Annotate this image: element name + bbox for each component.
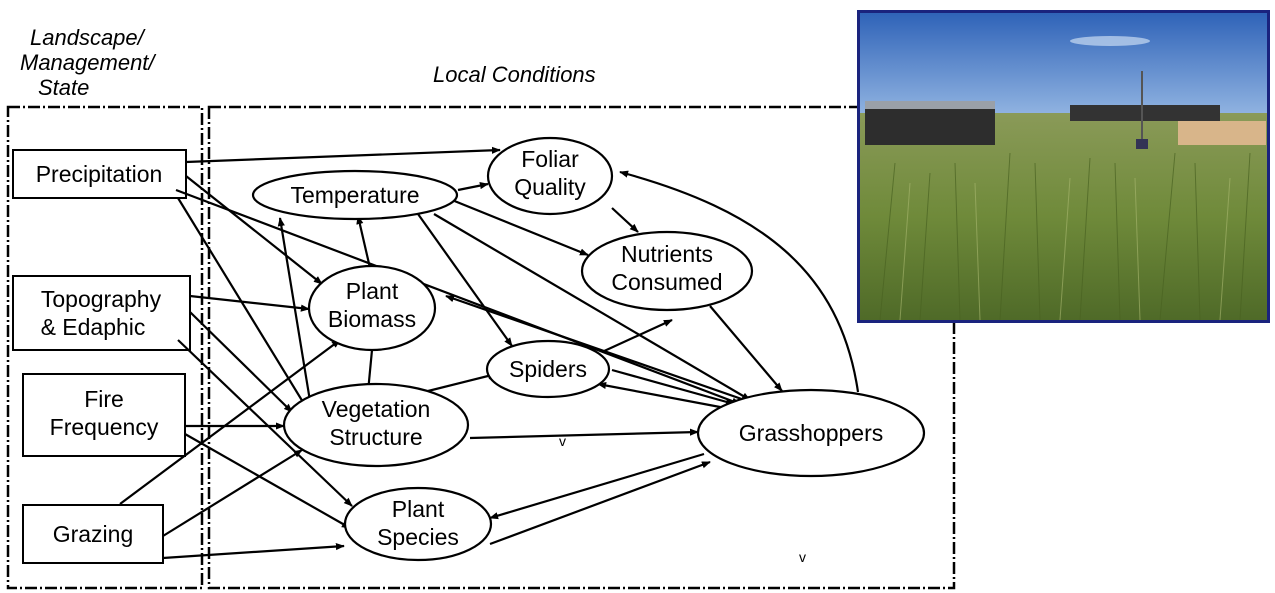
arrow-biomass-temperature [356,215,372,269]
node-biomass-label-line2: Biomass [328,306,416,332]
node-vegetation-label-line2: Structure [329,424,422,450]
arrow-spiders-grasshoppers [611,368,735,406]
arrow-temperature-grasshoppers [433,213,751,401]
photo-sky [860,13,1267,113]
arrow-grazing-species [162,542,345,560]
node-nutrients-label-line2: Consumed [611,269,722,295]
grassland-photo-drawing [860,13,1267,320]
photo-grass-highlights [899,177,1231,320]
node-spiders-label: Spiders [509,356,587,382]
node-plant-species: Plant Species [343,486,493,562]
arrow-grasshoppers-spiders [597,381,737,412]
node-temperature-label: Temperature [290,182,419,208]
arrow-grazing-vegetation [162,449,303,537]
photo-crates [1178,121,1266,145]
arrow-grasshoppers-foliar [619,170,860,393]
arrow-grasshoppers-biomass [445,294,757,406]
node-temperature: Temperature [251,169,459,221]
landscape-group-box [6,105,204,590]
arrow-topography-vegetation [189,311,293,413]
node-nutrients-label-line1: Nutrients [621,241,713,267]
node-biomass-label-line1: Plant [346,278,399,304]
node-foliar-label-line1: Foliar [521,146,579,172]
photo-instrument [1136,139,1148,149]
arrow-foliar-nutrients [611,207,639,233]
arrow-topography-species [177,339,353,507]
arrow-fire-species [184,433,351,529]
photo-cloud [1070,36,1150,46]
arrow-precipitation-grasshoppers [175,188,741,406]
header-landscape-line1: Landscape/ [30,25,146,50]
header-local-conditions: Local Conditions [433,62,596,87]
driver-precipitation: Precipitation [12,149,187,199]
arrow-vegetation-grasshoppers [469,428,699,440]
node-vegetation-label-line1: Vegetation [322,396,431,422]
arrow-precipitation-foliar [185,146,501,164]
node-plant-biomass: Plant Biomass [307,264,437,352]
arrow-precipitation-biomass [185,175,323,285]
driver-fire-label-line2: Frequency [50,414,159,440]
arrow-temperature-foliar [457,182,489,192]
arrow-temperature-nutrients [451,198,589,257]
node-nutrients-consumed: Nutrients Consumed [580,230,754,312]
arrow-species-grasshoppers [489,460,711,546]
arrow-spiders-nutrients [601,318,673,354]
driver-grazing: Grazing [22,504,164,564]
stray-mark-b: v [799,549,806,565]
local-conditions-group-box [207,105,956,590]
driver-precipitation-label: Precipitation [36,161,163,187]
arrows [119,146,860,560]
driver-topography: Topography & Edaphic [12,275,191,351]
driver-fire-label-line1: Fire [84,386,124,412]
grassland-photo [857,10,1270,323]
arrow-vegetation-spiders [423,372,497,394]
photo-shelter-right [1070,105,1220,121]
node-species-label-line1: Plant [392,496,445,522]
node-spiders: Spiders [485,339,611,399]
node-foliar-quality: Foliar Quality [486,136,614,216]
node-vegetation-structure: Vegetation Structure [282,382,470,468]
node-foliar-label-line2: Quality [514,174,586,200]
driver-fire-frequency: Fire Frequency [22,373,186,457]
arrow-topography-biomass [189,294,310,312]
arrow-vegetation-temperature [277,217,312,402]
photo-shelter-left-roof [865,101,995,109]
stray-mark-a: v [559,433,566,449]
node-species-label-line2: Species [377,524,459,550]
header-landscape-line3: State [38,75,89,100]
arrow-fire-biomass [119,339,341,505]
arrow-nutrients-grasshoppers [709,305,783,392]
arrow-temperature-spiders [417,213,513,347]
header-landscape-line2: Management/ [20,50,156,75]
driver-topography-label-line1: Topography [41,286,162,312]
arrow-grasshoppers-species [489,452,705,520]
photo-shelter-left [865,105,995,145]
driver-topography-label-line2: & Edaphic [41,314,146,340]
driver-grazing-label: Grazing [53,521,134,547]
photo-grass-texture [879,152,1251,320]
node-grasshoppers-label: Grasshoppers [739,420,883,446]
node-grasshoppers: Grasshoppers [696,388,926,478]
